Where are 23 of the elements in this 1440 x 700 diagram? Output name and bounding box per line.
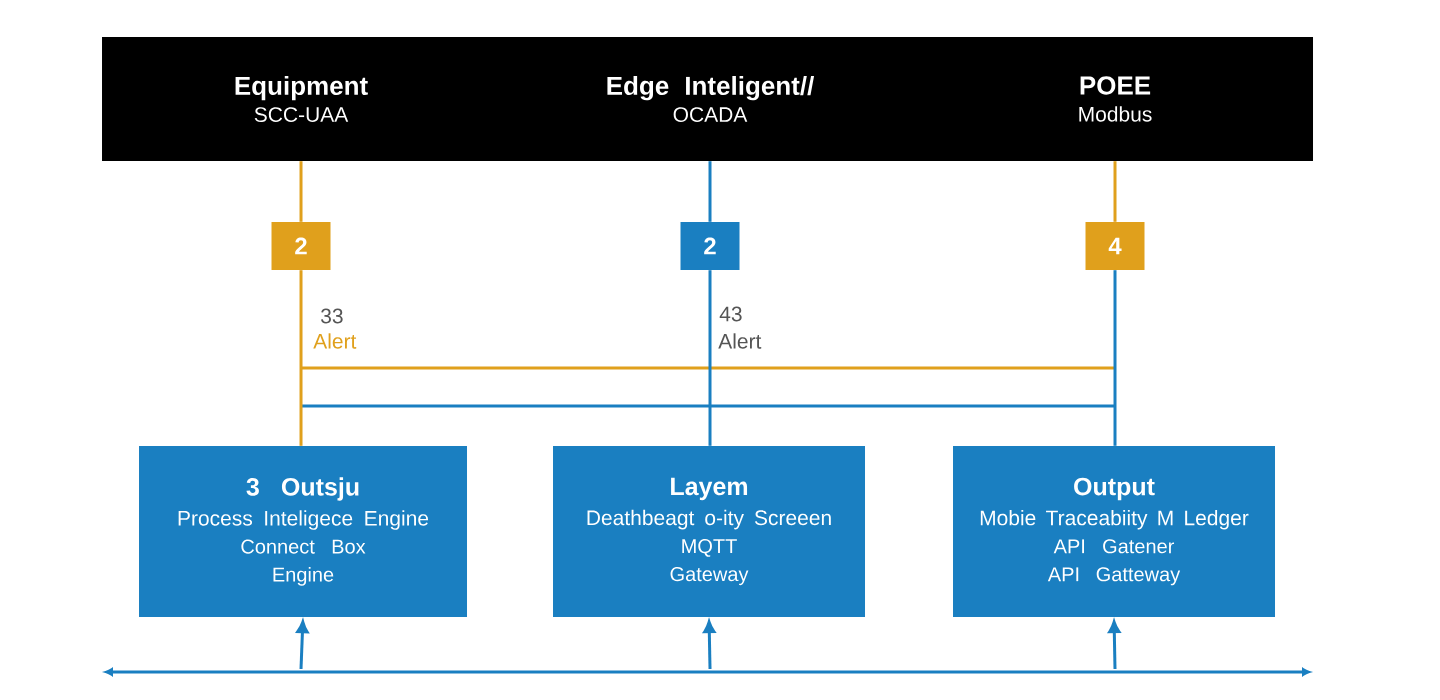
connector-line bbox=[1113, 161, 1117, 222]
number-badge: 2 bbox=[271, 222, 331, 270]
connector-line bbox=[299, 270, 303, 446]
connector-line bbox=[299, 161, 303, 222]
connector-line bbox=[708, 161, 712, 222]
alert-label: Alert bbox=[313, 333, 357, 349]
header-label: POEE Modbus bbox=[1079, 76, 1152, 122]
process-box: 3 Outsju Process Inteligece Engine Connect Box Engine bbox=[139, 446, 467, 617]
alert-label: 43 bbox=[719, 306, 742, 322]
number-badge: 2 bbox=[680, 222, 740, 270]
number-badge: 4 bbox=[1085, 222, 1145, 270]
header-label: Edge Inteligent// OCADA bbox=[607, 76, 815, 122]
connector-line bbox=[1113, 270, 1117, 446]
arrow bbox=[703, 620, 716, 670]
alert-label: Alert bbox=[718, 333, 762, 349]
arrow bbox=[296, 620, 309, 670]
process-box: Layem Deathbeagt o-ity Screeen MQTT Gateway bbox=[553, 446, 865, 617]
header-band bbox=[102, 37, 1313, 161]
alert-label: 33 bbox=[321, 308, 343, 324]
header-label: Equipment SCC-UAA bbox=[235, 76, 368, 122]
arrow bbox=[1108, 620, 1121, 670]
connector-line bbox=[708, 270, 712, 446]
process-box: Output Mobie Traceabiity M Ledger API Gatener API Gatteway bbox=[953, 446, 1275, 617]
